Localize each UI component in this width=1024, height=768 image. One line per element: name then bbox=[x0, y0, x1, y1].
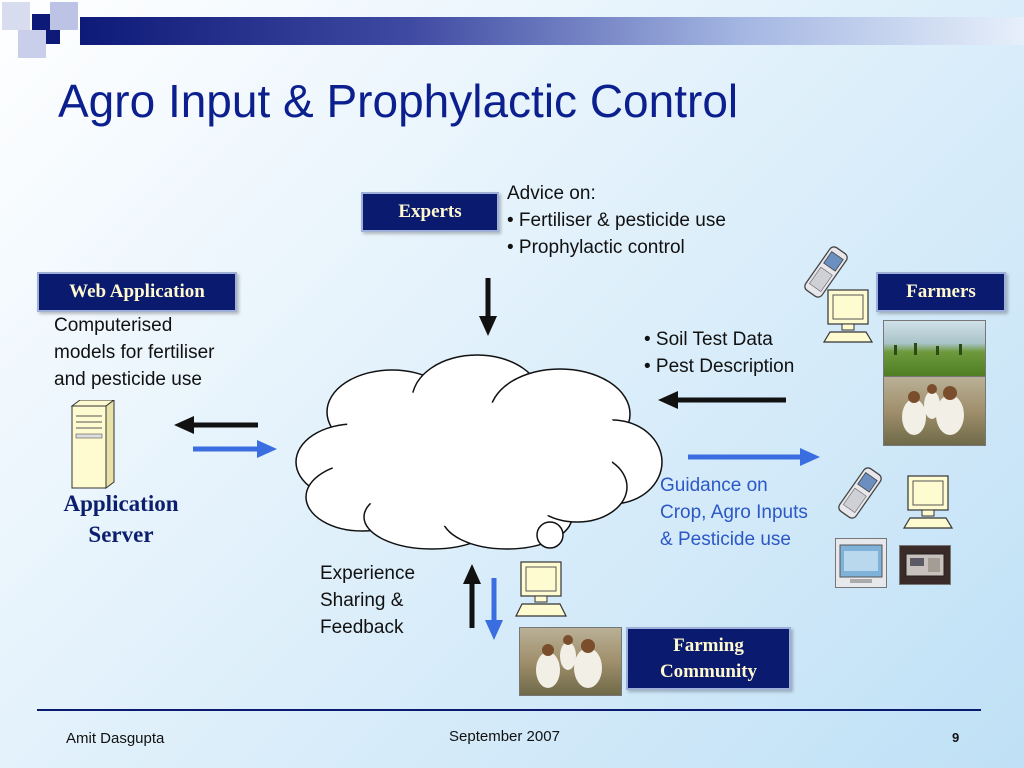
slide-title: Agro Input & Prophylactic Control bbox=[58, 75, 739, 127]
server-label-line: Application bbox=[63, 491, 179, 516]
arrow-farmers-to-cloud bbox=[656, 389, 788, 411]
experts-box: Experts bbox=[361, 192, 499, 232]
description-line: and pesticide use bbox=[54, 369, 202, 390]
advice-line: • Fertiliser & pesticide use bbox=[507, 210, 726, 231]
deco-square bbox=[50, 2, 78, 30]
experience-line: Sharing & bbox=[320, 590, 404, 611]
cloud-shape bbox=[292, 352, 668, 552]
description-line: models for fertiliser bbox=[54, 342, 215, 363]
web-application-box: Web Application bbox=[37, 272, 237, 312]
farmer-input-line: • Soil Test Data bbox=[644, 329, 773, 350]
deco-square bbox=[2, 2, 30, 30]
computer-icon bbox=[513, 560, 569, 618]
guidance-line: & Pesticide use bbox=[660, 529, 791, 550]
web-app-description: Computerised models for fertiliser and p… bbox=[54, 312, 215, 393]
farm-field-photo bbox=[883, 320, 986, 378]
farming-community-box: Farming Community bbox=[626, 627, 791, 690]
mobile-phone-icon bbox=[834, 464, 886, 522]
computer-icon bbox=[822, 288, 874, 344]
application-server-label: Application Server bbox=[46, 488, 196, 550]
arrow-server-to-cloud bbox=[193, 438, 279, 460]
footer-divider bbox=[37, 709, 981, 711]
community-label-line: Community bbox=[659, 660, 758, 682]
computer-icon bbox=[902, 474, 954, 530]
web-application-label: Web Application bbox=[69, 281, 205, 303]
footer-page-number: 9 bbox=[952, 730, 960, 745]
footer-date: September 2007 bbox=[449, 728, 560, 745]
experience-text: Experience Sharing & Feedback bbox=[320, 560, 415, 641]
description-line: Computerised bbox=[54, 315, 173, 336]
arrow-experts-to-cloud bbox=[476, 278, 500, 338]
farmers-box: Farmers bbox=[876, 272, 1006, 312]
experience-line: Experience bbox=[320, 563, 416, 584]
arrow-community-to-cloud bbox=[460, 562, 484, 628]
guidance-text: Guidance on Crop, Agro Inputs & Pesticid… bbox=[660, 472, 808, 553]
farmers-group-photo bbox=[883, 376, 986, 446]
footer-author: Amit Dasgupta bbox=[66, 730, 165, 747]
farming-community-photo bbox=[519, 627, 622, 696]
arrow-cloud-to-server bbox=[172, 414, 260, 436]
guidance-line: Guidance on bbox=[660, 475, 768, 496]
guidance-line: Crop, Agro Inputs bbox=[660, 502, 808, 523]
farmer-inputs-text: • Soil Test Data • Pest Description bbox=[644, 326, 794, 380]
deco-square bbox=[18, 30, 46, 58]
experts-label: Experts bbox=[398, 201, 462, 223]
advice-text: Advice on: • Fertiliser & pesticide use … bbox=[507, 180, 726, 261]
server-icon bbox=[66, 400, 116, 490]
mobile-phone-icon bbox=[800, 244, 852, 300]
header-decoration bbox=[0, 0, 1024, 60]
kiosk-screen-image bbox=[835, 538, 887, 588]
server-label-line: Server bbox=[88, 522, 154, 547]
farmer-input-line: • Pest Description bbox=[644, 356, 795, 377]
experience-line: Feedback bbox=[320, 617, 404, 638]
advice-line: • Prophylactic control bbox=[507, 237, 685, 258]
arrow-cloud-to-community bbox=[482, 578, 506, 644]
community-label-line: Farming bbox=[673, 634, 744, 656]
advice-line: Advice on: bbox=[507, 183, 596, 204]
farmers-label: Farmers bbox=[906, 281, 976, 303]
arrow-cloud-to-farmers bbox=[688, 446, 822, 468]
device-image bbox=[899, 545, 951, 585]
header-bar bbox=[80, 17, 1024, 45]
